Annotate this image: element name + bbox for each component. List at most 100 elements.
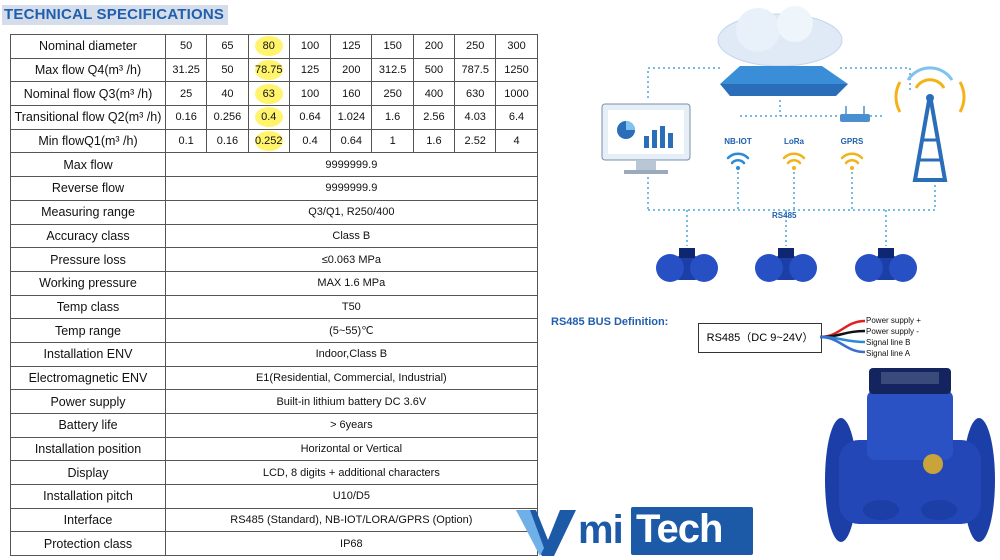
logo-v-mark-icon: [516, 510, 576, 556]
flow-cell: 125: [330, 34, 373, 59]
flow-cell: 31.25: [164, 57, 208, 83]
flow-cell: 1.024: [330, 105, 373, 130]
spec-label: Installation position: [10, 436, 166, 462]
row-label: Min flowQ1(m³ /h): [10, 128, 166, 154]
flow-cell: 0.16: [206, 128, 249, 154]
cloud-icon: [717, 6, 848, 96]
network-label: NB-IOT: [724, 137, 752, 146]
flow-cell: 50: [206, 57, 249, 83]
network-label: LoRa: [784, 137, 805, 146]
flow-cell: 100: [288, 81, 332, 107]
wire-label: Signal line B: [866, 338, 911, 347]
row-label: Nominal flow Q3(m³ /h): [10, 81, 166, 107]
flow-cell: 63: [247, 81, 290, 107]
flow-cell: 40: [206, 81, 249, 107]
network-label: GPRS: [841, 137, 864, 146]
wifi-icon: [782, 152, 806, 170]
flow-cell: 1.6: [371, 105, 414, 130]
spec-value: Q3/Q1, R250/400: [165, 199, 538, 225]
flow-cell: 0.1: [164, 128, 208, 154]
spec-label: Display: [10, 460, 166, 486]
dashboard-monitor-icon: [601, 103, 691, 174]
spec-label: Temp class: [10, 294, 166, 320]
highlighted-value: 0.4: [254, 107, 284, 128]
spec-value: RS485 (Standard), NB-IOT/LORA/GPRS (Opti…: [165, 507, 538, 533]
spec-label: Installation pitch: [10, 484, 166, 509]
flow-cell: 1.6: [412, 128, 456, 154]
water-meter-photo: [825, 368, 995, 542]
flow-cell: 1: [371, 128, 414, 154]
flow-cell: 400: [412, 81, 456, 107]
highlighted-value: 78.75: [254, 60, 283, 81]
rs485-title: RS485 BUS Definition:: [551, 316, 669, 328]
flow-cell: 0.256: [206, 105, 249, 130]
flow-cell: 312.5: [371, 57, 414, 83]
wire-label: Power supply +: [866, 316, 921, 325]
rs485-box: RS485（DC 9~24V）: [698, 323, 822, 353]
spec-row: Pressure loss≤0.063 MPa: [10, 247, 538, 272]
spec-label: Electromagnetic ENV: [10, 365, 166, 391]
row-label: Max flow Q4(m³ /h): [10, 57, 166, 83]
signal-tower-icon: [894, 66, 966, 182]
spec-label: Interface: [10, 507, 166, 533]
spec-value: LCD, 8 digits + additional characters: [165, 460, 538, 486]
water-meter-icon: [855, 248, 917, 282]
flow-cell: 1250: [495, 57, 538, 83]
flow-cell: 80: [247, 34, 290, 59]
flow-cell: 1000: [495, 81, 538, 107]
flow-cell: 0.16: [164, 105, 208, 130]
spec-value: 9999999.9: [165, 176, 538, 201]
spec-label: Protection class: [10, 531, 166, 557]
row-label: Nominal diameter: [10, 34, 166, 59]
flow-cell: 200: [412, 34, 456, 59]
connection-lines: [647, 67, 936, 246]
flow-cell: 787.5: [454, 57, 497, 83]
spec-value: T50: [165, 294, 538, 320]
flow-cell: 78.75: [247, 57, 290, 83]
spec-value: Indoor,Class B: [165, 341, 538, 367]
spec-value: Built-in lithium battery DC 3.6V: [165, 389, 538, 414]
highlighted-value: 63: [254, 83, 284, 104]
spec-label: Reverse flow: [10, 176, 166, 201]
flow-cell: 2.52: [454, 128, 497, 154]
network-lora: LoRa: [782, 137, 806, 170]
spec-label: Installation ENV: [10, 341, 166, 367]
spec-value: MAX 1.6 MPa: [165, 270, 538, 296]
spec-value: Horizontal or Vertical: [165, 436, 538, 462]
network-gprs: GPRS: [841, 137, 864, 170]
flow-cell: 65: [206, 34, 249, 59]
wifi-icon: [726, 152, 750, 170]
flow-cell: 125: [288, 57, 332, 83]
bus-label: RS485: [772, 211, 797, 220]
router-icon: [840, 106, 870, 122]
flow-cell: 200: [330, 57, 373, 83]
spec-row: Temp range(5~55)℃: [10, 318, 538, 343]
flow-cell: 0.64: [288, 105, 332, 130]
flow-cell: 250: [454, 34, 497, 59]
spec-value: > 6years: [165, 413, 538, 438]
flow-cell: 6.4: [495, 105, 538, 130]
flow-cell: 160: [330, 81, 373, 107]
logo-text-tech: Tech: [636, 507, 723, 551]
rs485-wires: [820, 319, 866, 354]
spec-value: IP68: [165, 531, 538, 557]
flow-cell: 630: [454, 81, 497, 107]
spec-label: Pressure loss: [10, 247, 166, 272]
spec-label: Measuring range: [10, 199, 166, 225]
flow-cell: 0.4: [288, 128, 332, 154]
